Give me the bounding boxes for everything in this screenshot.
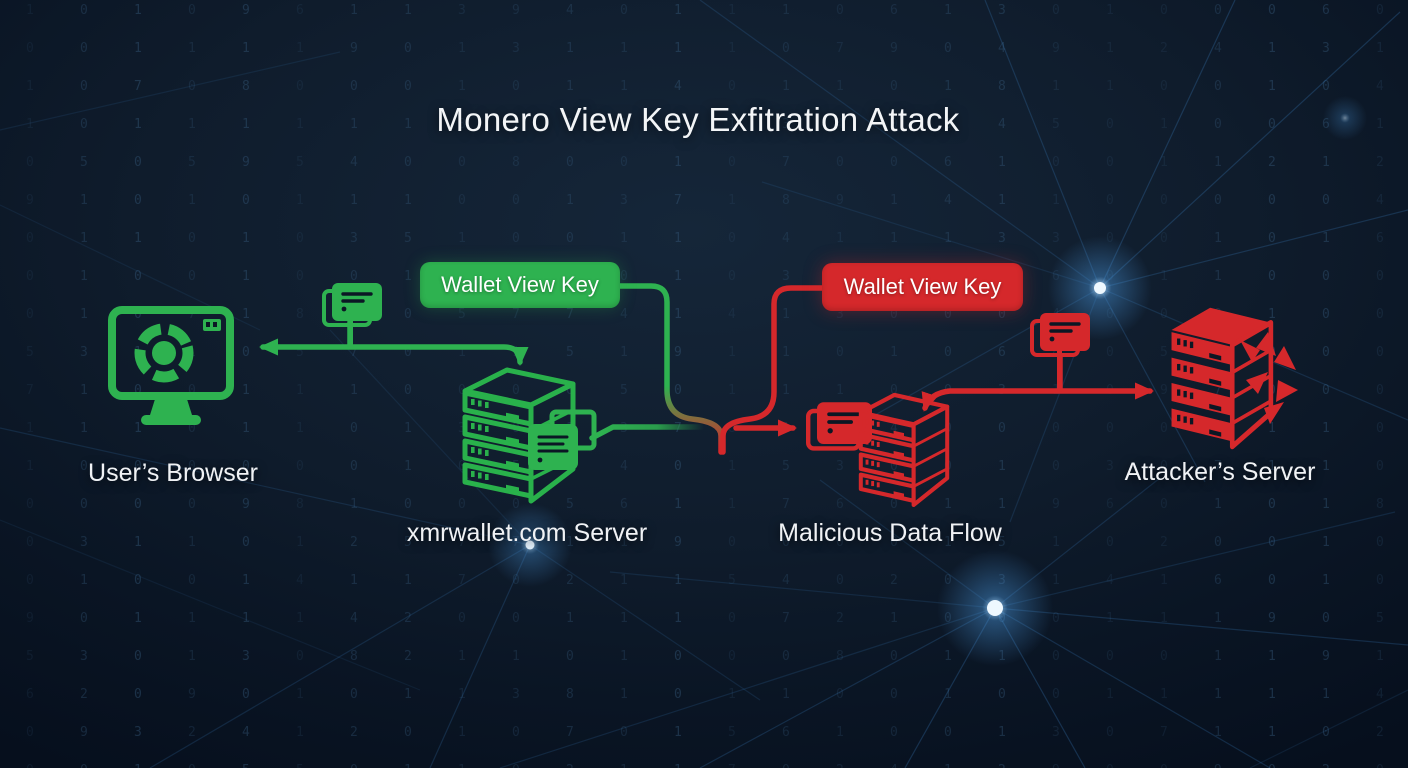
xmrwallet-server-label: xmrwallet.com Server <box>406 519 648 547</box>
flow-key-to-browser <box>259 338 529 366</box>
flow-malicious-to-attacker <box>921 382 1154 412</box>
server-stack-icon <box>861 395 947 505</box>
badge-label: Wallet View Key <box>843 274 1002 299</box>
glow-node <box>1323 96 1367 140</box>
users-browser-label: User’s Browser <box>88 459 258 487</box>
flow-red-key-exfiltration <box>720 285 826 455</box>
flow-server-data-out <box>589 424 705 441</box>
badge-label: Wallet View Key <box>441 272 599 297</box>
flow-green-key-exfiltration <box>617 283 724 455</box>
attackers-server-label: Attacker’s Server <box>1124 458 1316 486</box>
wallet-view-key-badge-green: Wallet View Key <box>420 262 620 308</box>
page-title: Monero View Key Exfitration Attack <box>436 101 960 138</box>
message-card-icon <box>322 281 384 347</box>
malicious-data-flow-label: Malicious Data Flow <box>778 519 1002 547</box>
monitor-browser-icon <box>108 306 234 425</box>
wallet-view-key-badge-red: Wallet View Key <box>822 263 1023 311</box>
document-copy-icon <box>528 409 597 470</box>
message-card-icon <box>1030 311 1092 389</box>
burst-alert-icon <box>1240 332 1298 424</box>
